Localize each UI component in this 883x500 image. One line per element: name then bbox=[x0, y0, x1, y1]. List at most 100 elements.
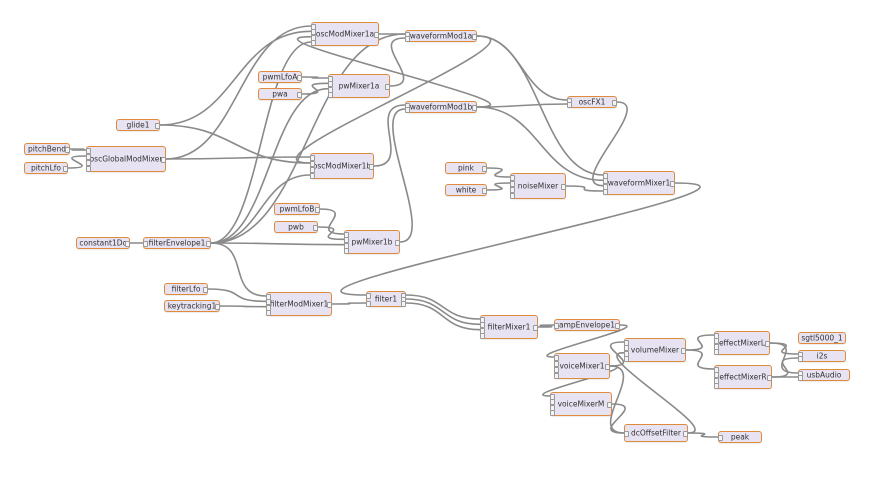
output-port[interactable] bbox=[482, 166, 487, 172]
wire-dcOffsetFilter-to-volumeMixer[interactable] bbox=[616, 351, 696, 434]
output-port[interactable] bbox=[533, 325, 538, 331]
wire-pwMixer1a-to-waveformMod1a[interactable] bbox=[389, 37, 406, 87]
output-port[interactable] bbox=[472, 105, 477, 111]
wire-glide1-to-oscModMixer1a[interactable] bbox=[159, 30, 312, 126]
input-port[interactable] bbox=[480, 333, 485, 339]
output-port[interactable] bbox=[155, 123, 160, 129]
input-port[interactable] bbox=[554, 323, 559, 329]
node-pink[interactable]: pink bbox=[445, 162, 487, 174]
input-port[interactable] bbox=[266, 310, 271, 316]
wire-waveformMixer1-to-filter1[interactable] bbox=[340, 182, 701, 296]
wire-white-to-noiseMixer[interactable] bbox=[486, 182, 511, 191]
output-port[interactable] bbox=[297, 75, 302, 81]
node-pitchBend[interactable]: pitchBend bbox=[24, 143, 70, 155]
node-voiceMixer1[interactable]: voiceMixer1 bbox=[554, 353, 610, 379]
input-port[interactable] bbox=[714, 349, 719, 355]
wire-filter1-to-filterMixer1[interactable] bbox=[405, 298, 481, 326]
output-port[interactable] bbox=[482, 188, 487, 194]
input-port[interactable] bbox=[603, 189, 608, 195]
output-port[interactable] bbox=[206, 241, 211, 247]
output-port[interactable] bbox=[607, 402, 612, 408]
wire-filterEnvelope1-to-filterModMixer1[interactable] bbox=[210, 242, 267, 297]
wire-noiseMixer-to-waveformMixer1[interactable] bbox=[565, 185, 604, 192]
input-port[interactable] bbox=[624, 431, 629, 437]
output-port[interactable] bbox=[472, 34, 477, 40]
wire-volumeMixer-to-effectMixerL[interactable] bbox=[685, 334, 715, 351]
wire-oscGlobalModMixer-to-oscModMixer1a[interactable] bbox=[165, 25, 312, 160]
output-port[interactable] bbox=[765, 341, 770, 347]
input-port[interactable] bbox=[510, 193, 515, 199]
node-filterModMixer1[interactable]: filterModMixer1 bbox=[266, 292, 332, 316]
node-pwb[interactable]: pwb bbox=[274, 221, 318, 233]
input-port[interactable] bbox=[510, 187, 515, 193]
input-port[interactable] bbox=[366, 293, 371, 299]
output-port[interactable] bbox=[681, 348, 686, 354]
node-waveformMod1a[interactable]: waveformMod1a bbox=[405, 30, 477, 42]
output-port[interactable] bbox=[767, 375, 772, 381]
output-port[interactable] bbox=[215, 304, 220, 310]
output-port[interactable] bbox=[401, 301, 406, 307]
wire-oscGlobalModMixer-to-oscModMixer1b[interactable] bbox=[165, 156, 311, 160]
input-port[interactable] bbox=[310, 155, 315, 161]
input-port[interactable] bbox=[86, 160, 91, 166]
wire-filterEnvelope1-to-oscModMixer1b[interactable] bbox=[210, 174, 311, 244]
input-port[interactable] bbox=[311, 40, 316, 46]
input-port[interactable] bbox=[798, 375, 803, 381]
output-port[interactable] bbox=[385, 84, 390, 90]
wire-effectMixerL-to-i2s[interactable] bbox=[769, 342, 799, 355]
node-pwMixer1b[interactable]: pwMixer1b bbox=[344, 230, 400, 254]
input-port[interactable] bbox=[344, 248, 349, 254]
output-port[interactable] bbox=[297, 92, 302, 98]
wire-keytracking1-to-filterModMixer1[interactable] bbox=[219, 305, 267, 308]
node-ampEnvelope1[interactable]: ampEnvelope1 bbox=[554, 319, 620, 331]
node-filter1[interactable]: filter1 bbox=[366, 291, 406, 307]
output-port[interactable] bbox=[125, 241, 130, 247]
wire-waveformMod1b-to-waveformMixer1[interactable] bbox=[476, 106, 604, 182]
node-pwa[interactable]: pwa bbox=[258, 88, 302, 100]
node-oscModMixer1a[interactable]: oscModMixer1a bbox=[311, 22, 379, 46]
output-port[interactable] bbox=[313, 225, 318, 231]
output-port[interactable] bbox=[327, 302, 332, 308]
wire-pwmLfoB-to-pwMixer1b[interactable] bbox=[319, 208, 345, 235]
output-port[interactable] bbox=[615, 323, 620, 329]
output-port[interactable] bbox=[65, 147, 70, 153]
output-port[interactable] bbox=[203, 287, 208, 293]
input-port[interactable] bbox=[554, 367, 559, 373]
output-port[interactable] bbox=[395, 240, 400, 246]
input-port[interactable] bbox=[143, 241, 148, 247]
node-pwMixer1a[interactable]: pwMixer1a bbox=[328, 74, 390, 98]
input-port[interactable] bbox=[554, 373, 559, 379]
output-port[interactable] bbox=[63, 166, 68, 172]
wire-oscModMixer1b-to-waveformMod1b[interactable] bbox=[373, 104, 406, 167]
output-port[interactable] bbox=[161, 157, 166, 163]
wire-filterLfo-to-filterModMixer1[interactable] bbox=[207, 288, 267, 303]
node-peak[interactable]: peak bbox=[718, 431, 762, 443]
node-pwmLfoB[interactable]: pwmLfoB bbox=[274, 203, 320, 215]
output-port[interactable] bbox=[612, 100, 617, 106]
wire-glide1-to-oscModMixer1b[interactable] bbox=[159, 124, 311, 164]
output-port[interactable] bbox=[605, 364, 610, 370]
input-port[interactable] bbox=[567, 102, 572, 108]
node-usbAudio[interactable]: usbAudio bbox=[798, 369, 850, 381]
input-port[interactable] bbox=[310, 167, 315, 173]
wire-pink-to-noiseMixer[interactable] bbox=[486, 167, 511, 178]
wire-filter1-to-filterMixer1[interactable] bbox=[405, 294, 481, 320]
input-port[interactable] bbox=[366, 301, 371, 307]
node-oscGlobalModMixer[interactable]: oscGlobalModMixer bbox=[86, 146, 166, 172]
input-port[interactable] bbox=[624, 356, 629, 362]
node-filterLfo[interactable]: filterLfo bbox=[164, 283, 208, 295]
node-pwmLfoA[interactable]: pwmLfoA bbox=[258, 71, 302, 83]
input-port[interactable] bbox=[510, 181, 515, 187]
output-port[interactable] bbox=[683, 431, 688, 437]
wire-voiceMixer1-to-dcOffsetFilter[interactable] bbox=[609, 365, 625, 434]
wire-pwmLfoA-to-pwMixer1a[interactable] bbox=[301, 76, 329, 79]
output-port[interactable] bbox=[369, 164, 374, 170]
wire-dcOffsetFilter-to-peak[interactable] bbox=[687, 432, 719, 438]
node-sgtl5000_1[interactable]: sgtl5000_1 bbox=[798, 332, 846, 344]
wire-pitchLfo-to-oscGlobalModMixer[interactable] bbox=[67, 155, 87, 169]
input-port[interactable] bbox=[86, 148, 91, 154]
node-effectMixerR[interactable]: effectMixerR bbox=[714, 365, 772, 389]
input-port[interactable] bbox=[310, 161, 315, 167]
wire-pwb-to-pwMixer1b[interactable] bbox=[317, 226, 345, 241]
output-port[interactable] bbox=[315, 207, 320, 213]
